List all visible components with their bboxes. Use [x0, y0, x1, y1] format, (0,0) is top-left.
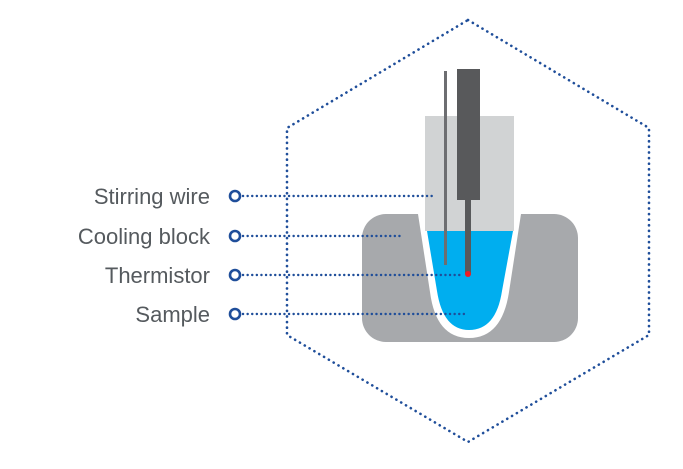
leader-thermistor — [228, 268, 464, 282]
label-stirring-wire: Stirring wire — [94, 184, 210, 209]
hexagon-outline — [285, 18, 651, 444]
label-thermistor: Thermistor — [105, 263, 210, 288]
marker-cooling-block — [228, 229, 242, 243]
leader-cooling-block — [228, 229, 402, 243]
thermistor-tip — [465, 271, 471, 277]
thermistor-probe-stem — [465, 198, 471, 274]
leader-stirring-wire — [228, 189, 436, 203]
label-cooling-block: Cooling block — [78, 224, 211, 249]
leader-sample — [228, 307, 466, 321]
sample-liquid — [427, 231, 513, 330]
marker-stirring-wire — [228, 189, 242, 203]
marker-thermistor — [228, 268, 242, 282]
label-sample: Sample — [135, 302, 210, 327]
thermistor-probe — [457, 69, 480, 200]
marker-sample — [228, 307, 242, 321]
stirring-wire — [444, 71, 447, 265]
